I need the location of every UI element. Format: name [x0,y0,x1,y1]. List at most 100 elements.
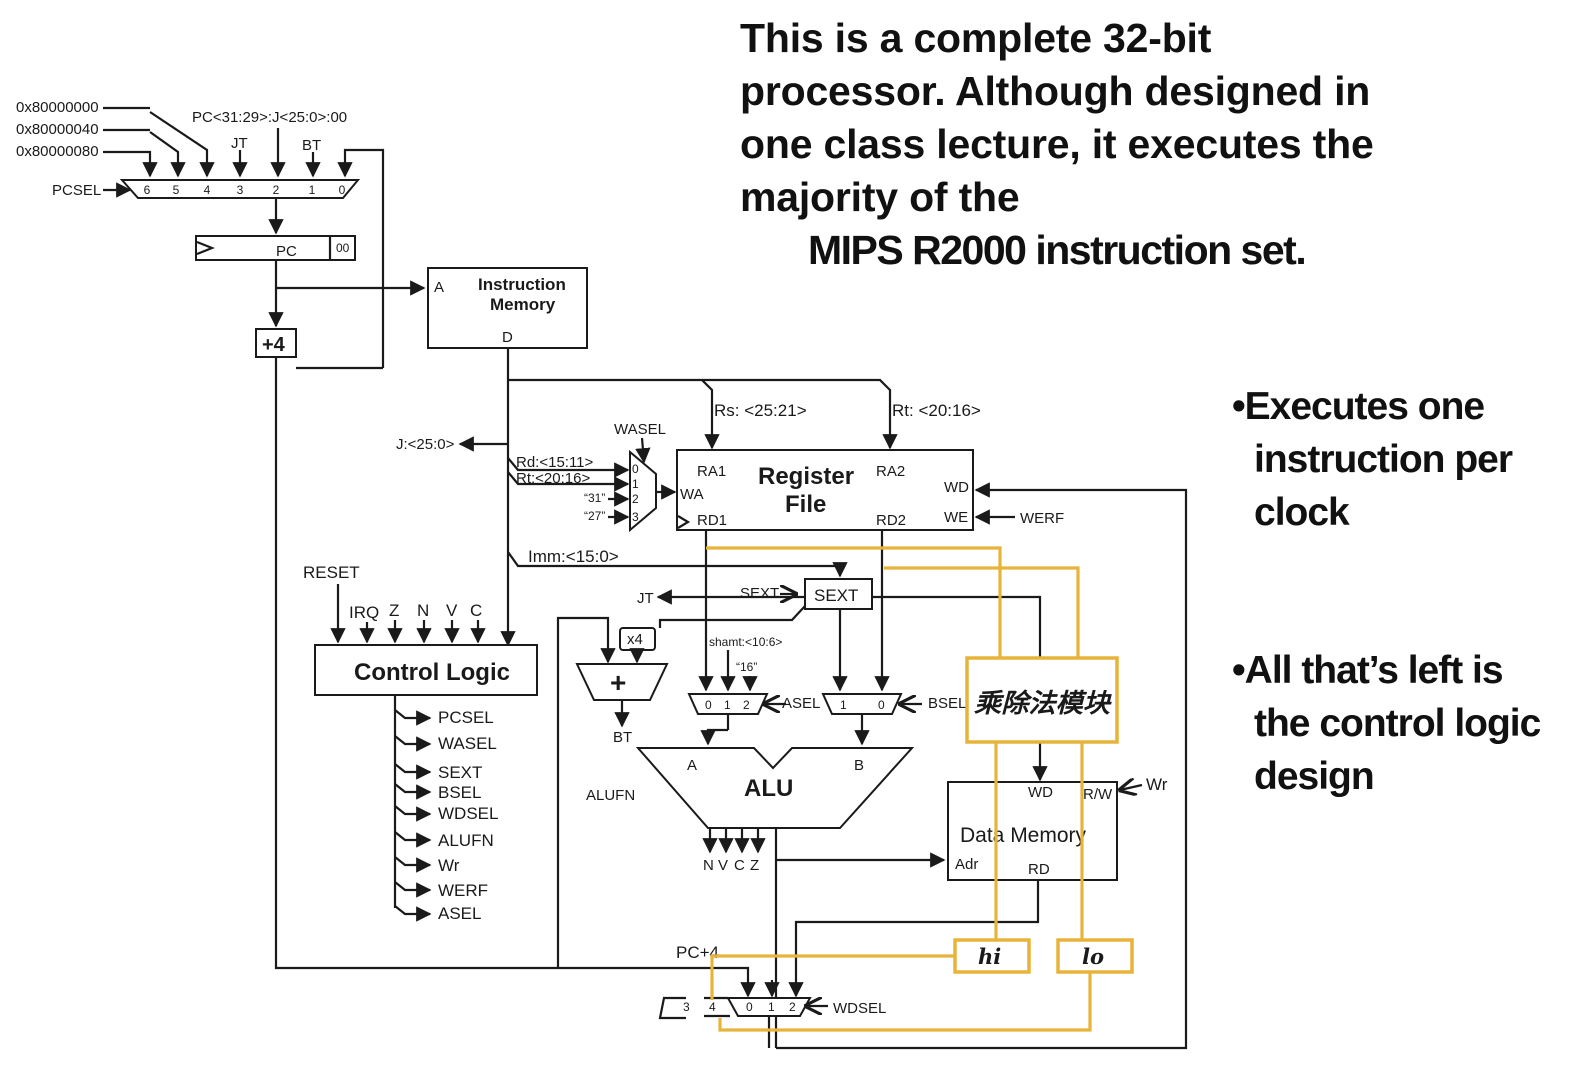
regfile-ra1-port: RA1 [697,463,726,480]
pc-select-mux [119,179,361,199]
wdsel-index-0: 0 [746,1000,753,1014]
wdsel-label: WDSEL [833,1000,886,1017]
data-memory-group: Data Memory WD R/W Adr RD Wr [788,775,1168,998]
regfile-rd1-port: RD1 [697,512,727,529]
ctrl-out-wasel: WASEL [438,734,497,753]
rs-field-label: Rs: <25:21> [714,401,807,420]
ctrl-out-wdsel: WDSEL [438,804,498,823]
rd-mux-field-label: Rd:<15:11> [516,454,594,471]
alu-port-a: A [687,757,697,774]
sext-box-label: SEXT [814,586,858,605]
bsel-mux [821,693,903,715]
dmem-wd-port: WD [1028,784,1053,801]
dmem-rw-port: R/W [1083,786,1113,803]
const-80000080-label: 0x80000080 [16,143,99,160]
hi-label: hi [978,944,1001,969]
branch-adder [575,663,669,701]
alu [635,747,915,829]
bullet-1-line-2: instruction per [1254,438,1513,481]
lo-label: lo [1082,944,1104,969]
alu-title: ALU [744,775,793,802]
alu-flag-z: Z [750,857,759,874]
control-logic-group: Control Logic RESET IRQ Z N V C PCSEL WA… [303,563,538,923]
const-80000000-label: 0x80000000 [16,99,99,116]
ctrl-input-n: N [417,601,429,620]
data-memory [947,781,1118,881]
rt-mux-field-label: Rt:<20:16> [516,470,590,487]
pc-register [195,235,356,261]
register-file-group: Register File RA1 RA2 WA RD1 RD2 WD WE W… [676,449,1188,1050]
operand-mux-group: shamt:<10:6> “16” 0 1 2 ASEL 1 0 BSEL [687,635,966,746]
dmem-title: Data Memory [960,824,1087,847]
j-field-label: J:<25:0> [396,436,455,453]
asel-index-0: 0 [705,698,712,712]
ctrl-input-z: Z [389,601,399,620]
pcsel-index-1: 1 [309,183,316,197]
bullet-1-line-1: •Executes one [1232,385,1485,428]
const-27-label: “27” [584,509,605,523]
imem-addr-port: A [434,279,444,296]
pcsel-label: PCSEL [52,182,101,199]
x4-label: x4 [627,631,643,648]
imem-data-port: D [502,329,513,346]
ctrl-input-v: V [446,601,458,620]
alu-flag-v: V [718,857,728,874]
pcsel-index-5: 5 [173,183,180,197]
regfile-title-2: File [785,491,826,518]
pcsel-index-2: 2 [273,183,280,197]
lo-register [1056,938,1134,974]
register-file [676,449,974,531]
title-line-2: processor. Although designed in [740,68,1371,114]
pcsel-index-0: 0 [339,183,346,197]
alu-port-b: B [854,757,864,774]
pc4-label: PC+4 [676,943,719,962]
sext-branch-group: SEXT SEXT JT x4 + BT [556,578,1048,968]
dmem-adr-port: Adr [955,856,978,873]
control-logic-title: Control Logic [354,659,510,686]
reset-label: RESET [303,563,360,582]
multiplier-divider-annotation: 乘除法模块 hi lo [706,546,1134,1032]
ctrl-input-c: C [470,601,482,620]
wdsel-mux [726,997,812,1017]
ctrl-out-wr: Wr [438,856,460,875]
pcsel-index-4: 4 [204,183,211,197]
wdsel-added-index-3: 3 [683,1000,690,1014]
sext-box [804,578,873,610]
instruction-bus: J:<25:0> Rs: <25:21> Rt: <20:16> Rd:<15:… [396,348,981,647]
alu-group: ALU A B ALUFN N V C Z [586,747,946,1048]
mult-div-label: 乘除法模块 [974,689,1112,719]
pc-register-group: PC 00 +4 [195,198,720,970]
title-line-1: This is a complete 32-bit [740,15,1212,61]
regfile-wd-port: WD [944,479,969,496]
bullet-2-line-1: •All that’s left is [1232,649,1504,692]
sext-jt-label: JT [637,590,654,607]
regfile-wa-port: WA [680,486,704,503]
wasel-index-1: 1 [632,477,639,491]
wasel-index-0: 0 [632,462,639,476]
asel-mux [687,693,769,715]
mult-div-box [965,656,1119,744]
title-line-5: MIPS R2000 instruction set. [808,227,1307,273]
bsel-index-1: 1 [840,698,847,712]
ctrl-out-sext: SEXT [438,763,482,782]
bullet-control-logic: •All that’s left is the control logic de… [1232,644,1572,803]
bsel-label: BSEL [928,695,966,712]
alu-flag-n: N [703,857,714,874]
bullet-one-instruction: •Executes one instruction per clock [1232,380,1572,539]
plus4-label: +4 [262,334,286,356]
const-31-label: “31” [584,491,605,505]
wasel-mux-group: 0 1 2 3 WASEL [614,421,677,533]
ctrl-out-asel: ASEL [438,904,481,923]
bullet-2-line-2: the control logic [1254,702,1541,745]
ctrl-out-werf: WERF [438,881,488,900]
wasel-index-2: 2 [632,492,639,506]
wdsel-added-index-4: 4 [709,1000,716,1014]
regfile-ra2-port: RA2 [876,463,905,480]
dmem-wr-label: Wr [1146,775,1168,794]
wasel-mux [629,449,657,533]
title-line-3: one class lecture, it executes the [740,121,1374,167]
sext-control-label: SEXT [740,585,779,602]
wdsel-index-2: 2 [789,1000,796,1014]
pcsel-index-6: 6 [144,183,151,197]
